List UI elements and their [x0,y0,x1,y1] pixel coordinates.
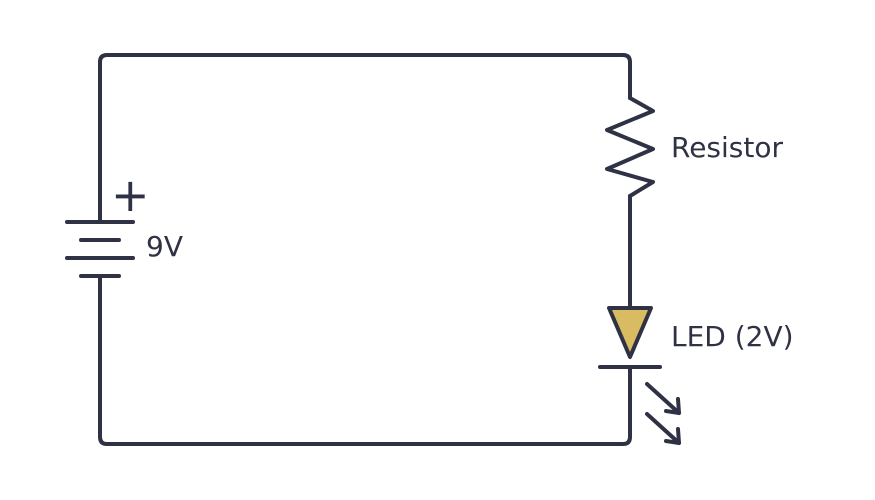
led-symbol [598,306,662,369]
resistor-symbol [605,96,655,198]
led-label: LED (2V) [671,320,794,353]
battery-symbol [65,220,135,278]
resistor-label: Resistor [671,131,783,164]
battery-voltage-label: 9V [146,230,183,263]
led-light-arrows [645,382,681,445]
wire-bottom-left [98,274,632,446]
wire-top-left [98,53,632,224]
battery-positive-sign: + [111,168,150,222]
